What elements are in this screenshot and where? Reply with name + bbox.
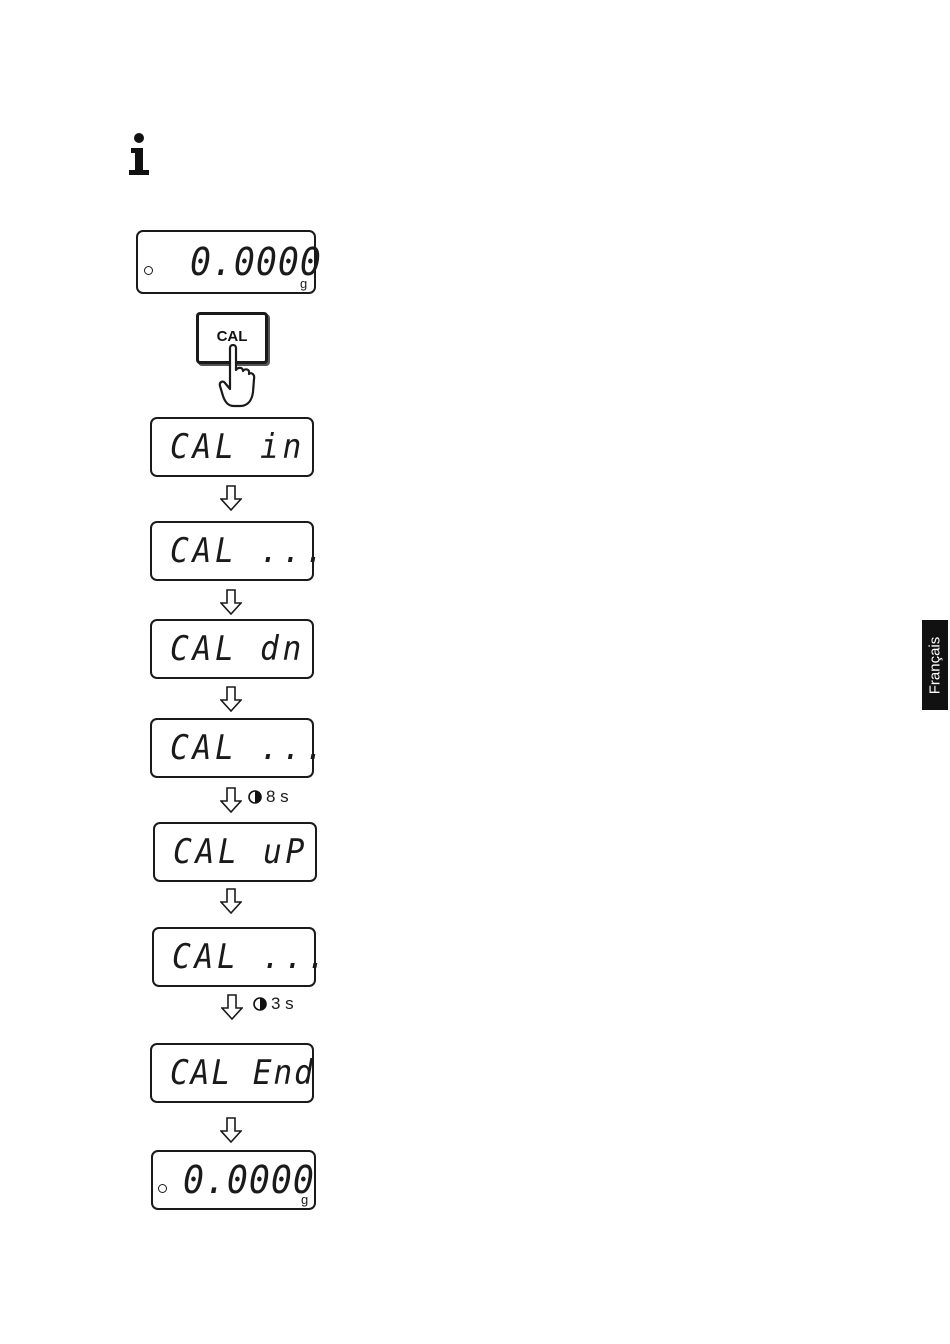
display-text: CAL ... <box>172 937 330 977</box>
display-cal-wait: CAL ... <box>152 927 316 987</box>
unit-label: g <box>301 1192 308 1207</box>
language-tab-label: Français <box>927 636 944 694</box>
timer-3s: 3 s <box>253 994 294 1014</box>
weight-value: 0.0000 <box>183 1158 315 1202</box>
timer-8s: 8 s <box>248 787 289 807</box>
display-text: CAL in <box>170 427 305 467</box>
clock-icon <box>248 790 262 804</box>
display-cal-up: CAL uP <box>153 822 317 882</box>
display-text: CAL ... <box>170 728 328 768</box>
display-text: CAL dn <box>170 629 305 669</box>
display-cal-in: CAL in <box>150 417 314 477</box>
down-arrow-icon <box>220 1117 242 1143</box>
display-cal-wait: CAL ... <box>150 718 314 778</box>
down-arrow-icon <box>220 485 242 511</box>
display-cal-wait: CAL ... <box>150 521 314 581</box>
timer-label: 8 s <box>266 787 289 807</box>
display-text: CAL End <box>170 1053 315 1093</box>
down-arrow-icon <box>220 787 242 813</box>
down-arrow-icon <box>221 994 243 1020</box>
stability-indicator <box>144 266 153 275</box>
down-arrow-icon <box>220 589 242 615</box>
cal-button-label: CAL <box>217 328 248 345</box>
display-cal-end: CAL End <box>150 1043 314 1103</box>
weight-display-end: 0.0000 g <box>151 1150 316 1210</box>
display-cal-dn: CAL dn <box>150 619 314 679</box>
language-tab: Français <box>922 620 948 710</box>
info-icon <box>126 132 154 176</box>
unit-label: g <box>300 276 307 291</box>
display-text: CAL ... <box>170 531 328 571</box>
pointing-hand-icon <box>218 344 256 408</box>
stability-indicator <box>158 1184 167 1193</box>
timer-label: 3 s <box>271 994 294 1014</box>
clock-icon <box>253 997 267 1011</box>
down-arrow-icon <box>220 888 242 914</box>
display-text: CAL uP <box>173 832 308 872</box>
weight-display-start: 0.0000 g <box>136 230 316 294</box>
down-arrow-icon <box>220 686 242 712</box>
